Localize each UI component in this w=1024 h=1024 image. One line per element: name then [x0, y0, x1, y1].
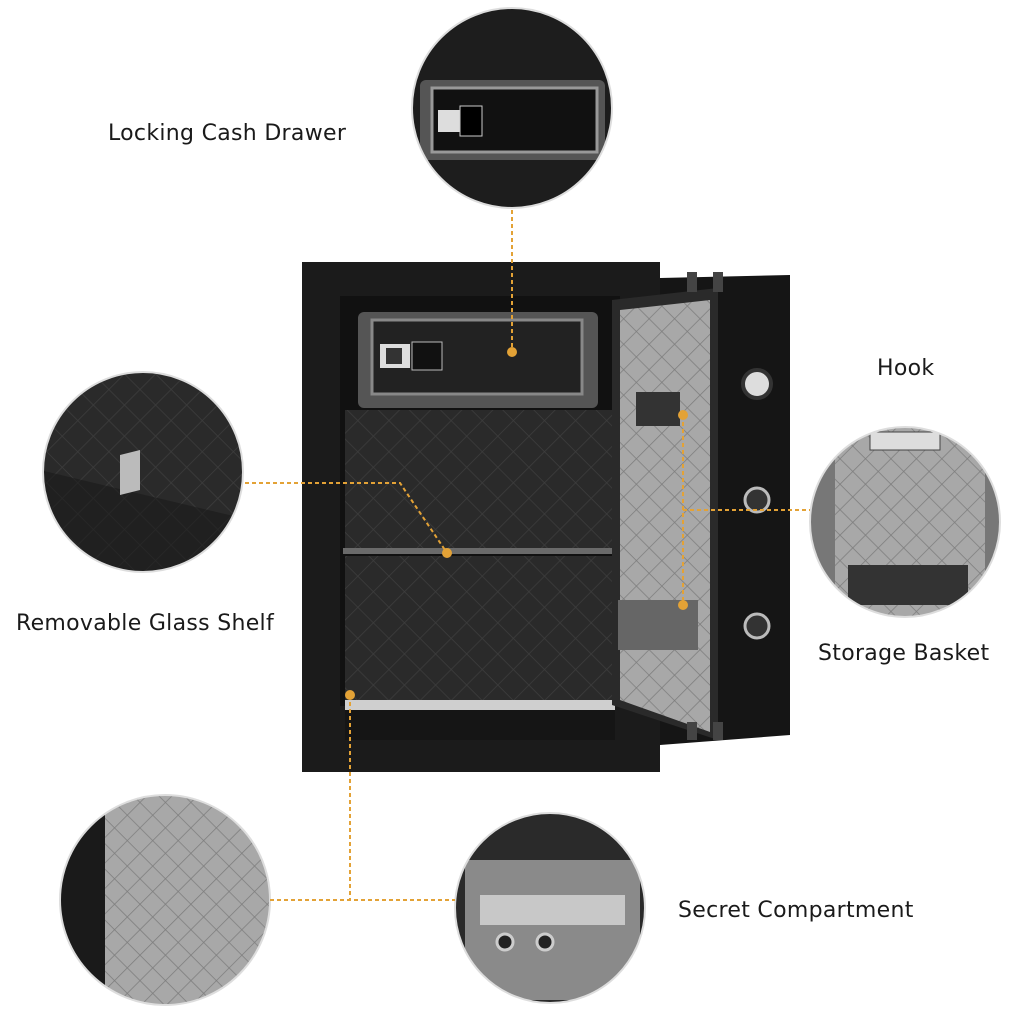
safe-door [612, 272, 790, 745]
callout-dots [345, 347, 688, 700]
label-glass-shelf: Removable Glass Shelf [16, 611, 274, 636]
cash-drawer [358, 312, 598, 408]
knob-icon [743, 486, 771, 514]
label-storage-basket: Storage Basket [818, 641, 990, 666]
knob-icon [741, 368, 773, 400]
detail-circle-secret-compartment [455, 813, 645, 1003]
detail-circle-cash-drawer [412, 8, 612, 208]
safe-body [302, 262, 660, 772]
label-hook: Hook [877, 356, 935, 381]
label-cash-drawer: Locking Cash Drawer [108, 121, 347, 146]
leader-lines [245, 210, 810, 901]
secret-compartment [345, 710, 615, 740]
label-secret-compartment: Secret Compartment [678, 898, 914, 923]
detail-circle-interior [60, 795, 270, 1005]
detail-circle-glass-shelf [43, 372, 243, 572]
detail-circle-hook-basket [810, 427, 1000, 617]
glass-shelf [343, 548, 615, 554]
hook [636, 392, 680, 426]
knob-icon [743, 612, 771, 640]
